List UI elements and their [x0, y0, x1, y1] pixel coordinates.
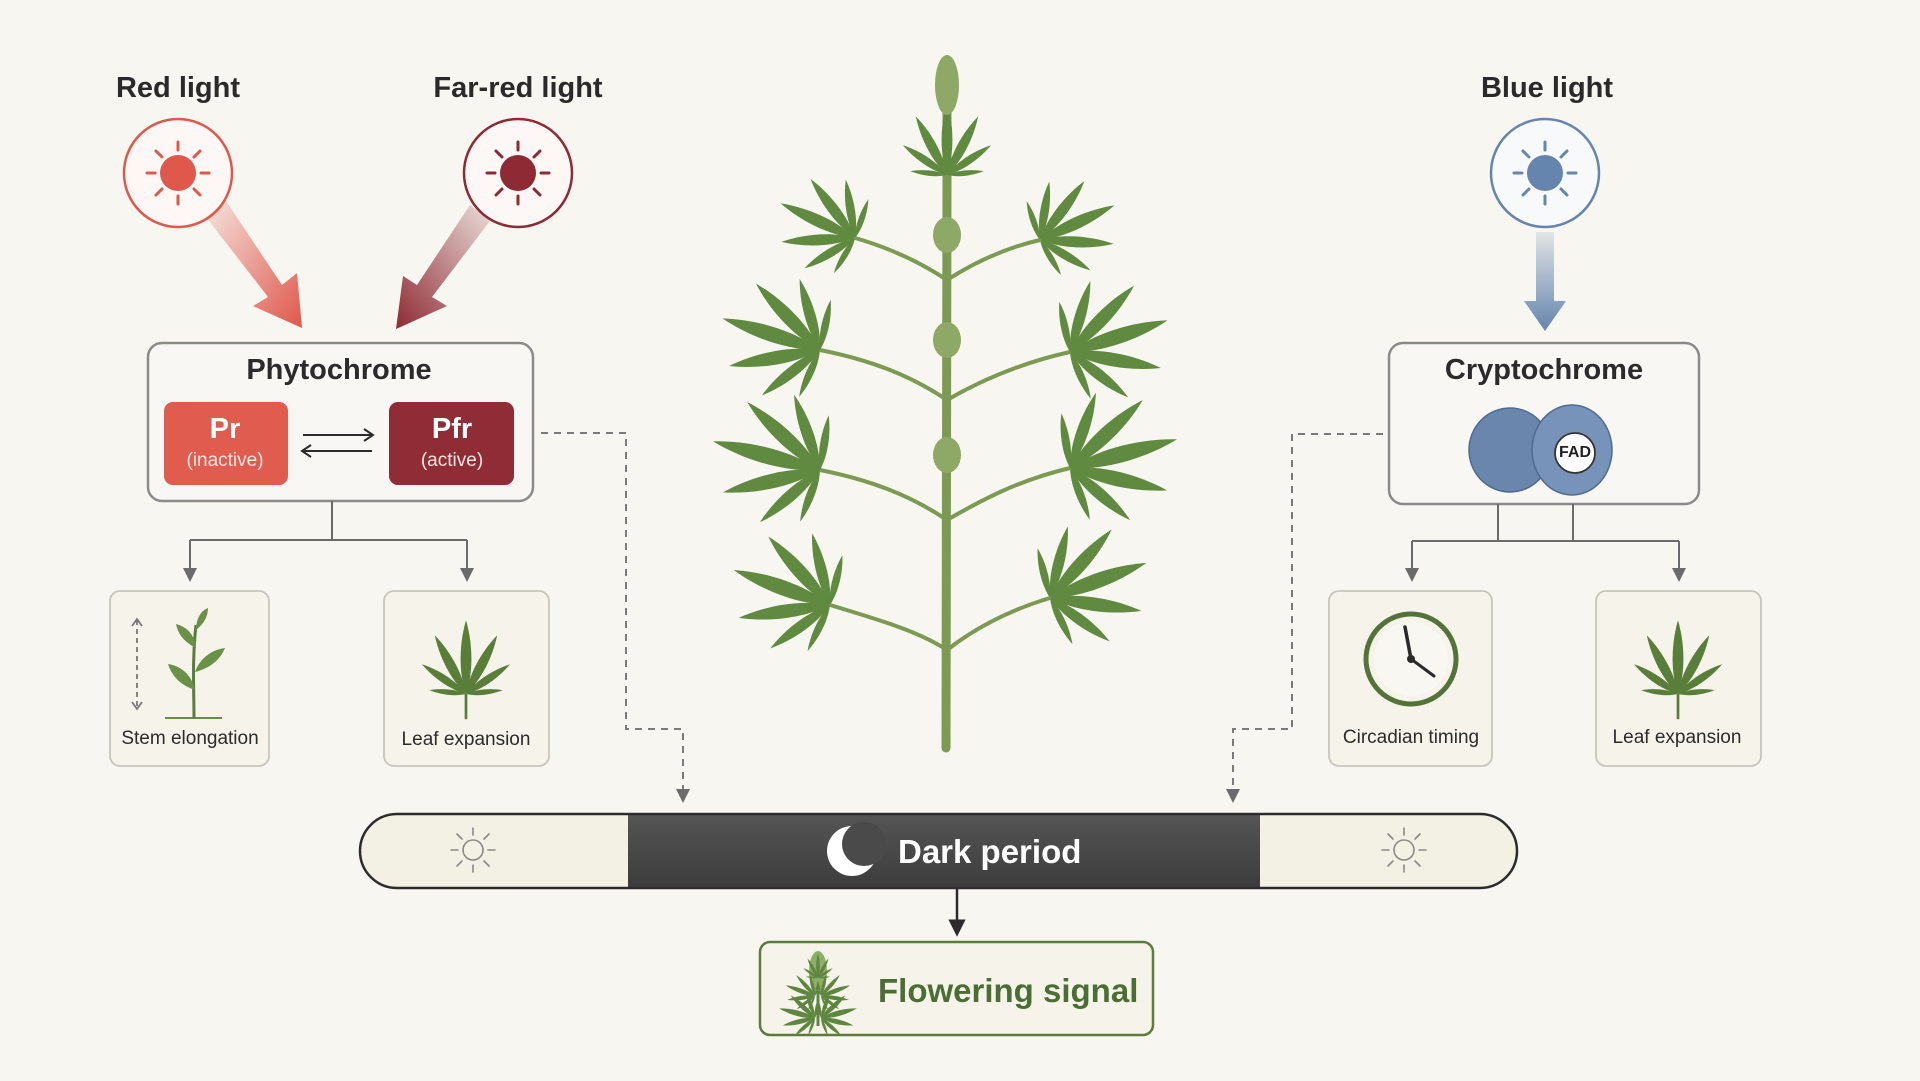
cryptochrome-protein-icon [1468, 404, 1613, 496]
pfr-state-box [389, 402, 514, 485]
flowering-signal-box [758, 940, 1155, 1037]
far-red-light-arrow [396, 205, 490, 329]
photoperiod-bar [358, 812, 1519, 890]
moon-icon [827, 822, 886, 876]
flowering-signal-label: Flowering signal [878, 972, 1139, 1009]
pfr-label: Pfr [431, 413, 473, 445]
pfr-state-label: (active) [420, 450, 484, 471]
blue-light-sun-icon [1489, 117, 1601, 229]
blue-light-arrow [1524, 232, 1566, 331]
phytochrome-title: Phytochrome [246, 354, 432, 386]
leaf-icon [1632, 620, 1724, 720]
red-light-arrow [206, 201, 302, 328]
seedling-icon [131, 608, 225, 719]
leaf-expansion-label-right: Leaf expansion [1612, 727, 1742, 748]
cryptochrome-title: Cryptochrome [1444, 354, 1644, 386]
leaf-icon [420, 620, 512, 720]
pr-state-box [164, 402, 288, 485]
far-red-light-sun-icon [462, 117, 574, 229]
fad-cofactor-label: FAD [1559, 444, 1591, 461]
dark-period-band [628, 814, 1260, 888]
dark-period-label: Dark period [898, 833, 1082, 870]
leaf-expansion-label-left: Leaf expansion [401, 729, 531, 750]
phytochrome-to-dark-period-connector [541, 432, 690, 803]
far-red-light-label: Far-red light [433, 72, 603, 104]
red-light-sun-icon [122, 117, 234, 229]
clock-icon [1363, 611, 1459, 707]
flower-bud-icon [773, 951, 862, 1041]
stem-elongation-label: Stem elongation [121, 728, 259, 749]
pr-state-label: (inactive) [186, 450, 264, 471]
cryptochrome-branch-connector [1405, 504, 1686, 582]
circadian-timing-label: Circadian timing [1342, 727, 1480, 748]
reversible-arrows-icon [300, 428, 375, 458]
phytochrome-branch-connector [183, 501, 474, 582]
cannabis-plant-illustration [695, 55, 1195, 753]
blue-light-label: Blue light [1480, 72, 1614, 104]
red-light-label: Red light [115, 72, 241, 104]
pr-label: Pr [209, 413, 241, 445]
